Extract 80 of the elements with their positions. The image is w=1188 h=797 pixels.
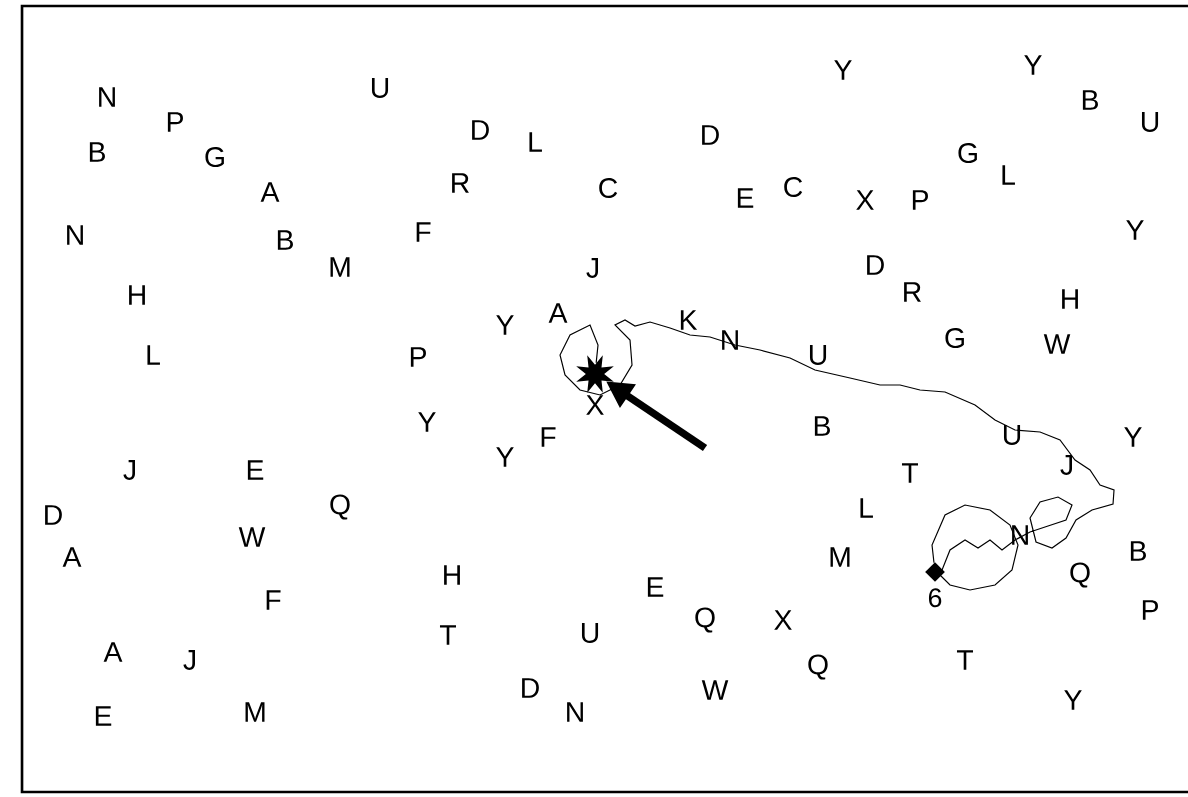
letter: T [902, 463, 918, 483]
letter: Y [418, 412, 436, 432]
letter: Y [1126, 220, 1144, 240]
letter: A [260, 182, 280, 202]
letter: P [912, 190, 928, 210]
letter: L [1002, 165, 1015, 185]
letter: J [123, 460, 135, 480]
letter: E [737, 188, 754, 208]
letter: C [599, 177, 618, 199]
letter: D [522, 678, 539, 698]
letter: E [247, 460, 264, 480]
letter: U [1004, 425, 1021, 445]
letter: C [784, 176, 803, 198]
scan-path [559, 319, 1115, 591]
letter: B [89, 142, 105, 162]
letter: N [567, 702, 583, 722]
start-marker [925, 562, 945, 582]
letter: H [444, 565, 460, 585]
letter: N [67, 225, 83, 245]
letter: Q [808, 654, 828, 680]
letter: W [238, 527, 266, 547]
letter: W [1043, 334, 1071, 354]
letter: F [266, 590, 281, 610]
letter: D [702, 125, 719, 145]
letter: M [330, 257, 350, 277]
letter: P [410, 347, 426, 367]
letter: B [1130, 541, 1146, 561]
letter: G [945, 327, 964, 349]
letter: A [103, 642, 123, 662]
letter: Q [330, 494, 350, 520]
letter: B [277, 230, 293, 250]
letter: K [680, 310, 698, 330]
letter: D [867, 255, 884, 275]
letter: L [860, 498, 873, 518]
letter: Y [496, 447, 514, 467]
letter: W [701, 680, 729, 700]
letter: J [1060, 455, 1072, 475]
letter: E [95, 706, 112, 726]
letter: X [774, 610, 792, 630]
letter: U [582, 623, 599, 643]
letter: N [99, 87, 115, 107]
letter: F [416, 222, 431, 242]
letter: G [205, 146, 224, 168]
letter: R [452, 173, 469, 193]
letter: U [371, 78, 389, 98]
letter: D [45, 505, 62, 525]
letter: Y [1124, 427, 1142, 447]
letter: A [62, 547, 82, 567]
letter: D [472, 120, 489, 140]
marker-number: 6 [928, 588, 942, 608]
letter: J [586, 258, 598, 278]
letter: G [958, 142, 977, 164]
letter: H [1062, 289, 1078, 309]
letter: M [830, 547, 850, 567]
letter: X [856, 190, 874, 210]
letter: Q [695, 607, 715, 633]
letter: X [586, 395, 604, 415]
letter: R [904, 282, 921, 302]
letter: Y [1064, 690, 1082, 710]
target-mark [576, 355, 614, 393]
letter: T [957, 650, 973, 670]
letter: E [647, 577, 664, 597]
letter: J [183, 650, 195, 670]
letter: U [1142, 112, 1159, 132]
letter: L [529, 132, 542, 152]
letter: A [548, 303, 568, 323]
letter: M [245, 702, 265, 722]
letter: Y [1024, 55, 1042, 75]
letter: B [1082, 90, 1098, 110]
letter: Q [1070, 562, 1090, 588]
letter: P [167, 112, 183, 132]
letter: Y [834, 60, 852, 80]
letter: B [814, 416, 830, 436]
letter: H [129, 285, 145, 305]
letter: P [1142, 600, 1158, 620]
letter: U [810, 345, 827, 365]
letter: L [147, 345, 160, 365]
letter: T [440, 625, 456, 645]
letter: F [541, 427, 556, 447]
letter: Y [496, 315, 514, 335]
